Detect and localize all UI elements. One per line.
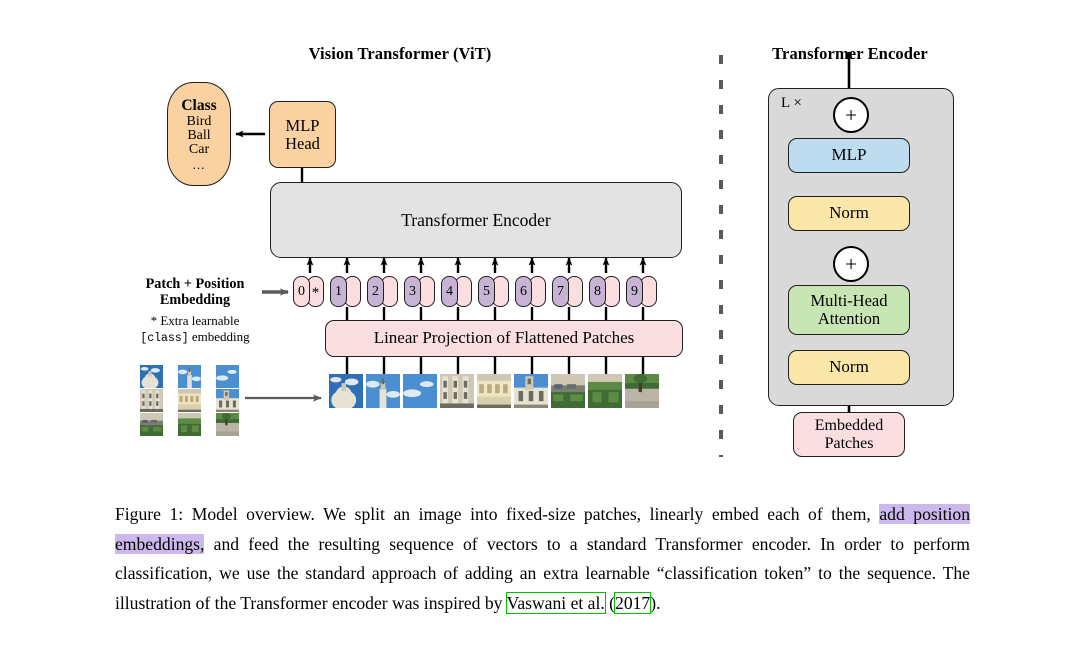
token-5: 5 xyxy=(478,276,509,307)
right-panel-title: Transformer Encoder xyxy=(772,44,928,63)
class-box-item-2: Car xyxy=(188,141,210,157)
repeat-count-label: L × xyxy=(781,95,802,111)
token-3: 3 xyxy=(404,276,435,307)
patch-position-line-2: Embedding xyxy=(159,291,231,308)
position-embedding-9: 9 xyxy=(626,276,643,307)
mlp-block-label: MLP xyxy=(831,145,867,165)
token-2: 2 xyxy=(367,276,398,307)
mlp-head-line-1: MLP xyxy=(285,115,320,135)
source-image-patch-2 xyxy=(178,365,201,388)
token-8: 8 xyxy=(589,276,620,307)
class-output-box: Class Bird Ball Car ... xyxy=(167,82,231,186)
position-embedding-4: 4 xyxy=(441,276,458,307)
extra-learnable-note: * Extra learnable [class] embedding xyxy=(128,313,262,346)
flattened-patch-9 xyxy=(625,374,659,408)
norm-top-label: Norm xyxy=(829,203,869,223)
class-token-mono: [class] xyxy=(140,331,189,345)
citation-link-year[interactable]: 2017 xyxy=(614,591,652,614)
source-image-patch-3 xyxy=(216,365,239,388)
residual-add-node-top: + xyxy=(833,97,869,133)
mlp-head-box: MLP Head xyxy=(269,101,336,168)
patch-position-line-1: Patch + Position xyxy=(145,276,245,292)
extra-learnable-line-1: * Extra learnable xyxy=(150,313,240,328)
class-box-header: Class xyxy=(181,96,217,114)
position-embedding-7: 7 xyxy=(552,276,569,307)
class-box-ellipsis: ... xyxy=(192,157,206,173)
patch-position-embedding-label: Patch + Position Embedding xyxy=(132,276,258,309)
multi-head-attention-block: Multi-Head Attention xyxy=(788,285,910,335)
mha-line-2: Attention xyxy=(817,309,881,328)
transformer-encoder-label: Transformer Encoder xyxy=(401,209,551,230)
flattened-patch-7 xyxy=(551,374,585,408)
norm-bottom-label: Norm xyxy=(829,357,869,377)
token-9: 9 xyxy=(626,276,657,307)
class-box-item-0: Bird xyxy=(186,113,212,129)
token-6: 6 xyxy=(515,276,546,307)
flattened-patch-8 xyxy=(588,374,622,408)
token-1: 1 xyxy=(330,276,361,307)
position-embedding-1: 1 xyxy=(330,276,347,307)
flattened-patch-5 xyxy=(477,374,511,408)
linear-projection-label: Linear Projection of Flattened Patches xyxy=(373,328,635,348)
extra-learnable-line-2: [class] embedding xyxy=(128,329,262,346)
flattened-patch-6 xyxy=(514,374,548,408)
caption-segment-3: ( xyxy=(604,592,616,613)
residual-add-node-bottom: + xyxy=(833,246,869,282)
source-image-patch-8 xyxy=(178,413,201,436)
position-embedding-3: 3 xyxy=(404,276,421,307)
position-embedding-8: 8 xyxy=(589,276,606,307)
position-embedding-2: 2 xyxy=(367,276,384,307)
position-embedding-5: 5 xyxy=(478,276,495,307)
figure-caption: Figure 1: Model overview. We split an im… xyxy=(115,500,970,618)
source-image-patch-9 xyxy=(216,413,239,436)
position-embedding-6: 6 xyxy=(515,276,532,307)
left-panel-title: Vision Transformer (ViT) xyxy=(308,44,492,63)
flattened-patch-2 xyxy=(366,374,400,408)
mha-line-1: Multi-Head xyxy=(810,291,888,311)
caption-segment-2: and feed the resulting sequence of vecto… xyxy=(115,533,970,613)
norm-block-top: Norm xyxy=(788,196,910,231)
token-0: 0* xyxy=(293,276,324,307)
flattened-patch-3 xyxy=(403,374,437,408)
position-embedding-0: 0 xyxy=(293,276,310,307)
embedded-patches-line-1: Embedded xyxy=(814,417,884,435)
source-image-patch-6 xyxy=(216,389,239,412)
citation-link-author[interactable]: Vaswani et al. xyxy=(505,591,606,614)
linear-projection-box: Linear Projection of Flattened Patches xyxy=(325,320,683,357)
caption-segment-1: Model overview. We split an image into f… xyxy=(191,504,880,524)
add-symbol-bottom: + xyxy=(845,251,857,276)
embedded-patches-line-2: Patches xyxy=(824,434,874,452)
class-box-item-1: Ball xyxy=(187,127,211,143)
mlp-block: MLP xyxy=(788,138,910,173)
flattened-patch-1 xyxy=(329,374,363,408)
norm-block-bottom: Norm xyxy=(788,350,910,385)
caption-segment-4: ). xyxy=(650,592,661,613)
extra-learnable-tail: embedding xyxy=(188,328,250,344)
mlp-head-line-2: Head xyxy=(285,133,320,153)
source-image-patch-4 xyxy=(140,389,163,412)
source-image-patch-5 xyxy=(178,389,201,412)
figure-diagram: Vision Transformer (ViT) Class Bird Ball… xyxy=(128,44,954,457)
source-image-patch-7 xyxy=(140,413,163,436)
transformer-encoder-box: Transformer Encoder xyxy=(270,182,682,258)
token-4: 4 xyxy=(441,276,472,307)
flattened-patch-4 xyxy=(440,374,474,408)
add-symbol-top: + xyxy=(845,102,857,127)
caption-label: Figure 1: xyxy=(115,504,192,524)
token-7: 7 xyxy=(552,276,583,307)
embedded-patches-block: Embedded Patches xyxy=(793,412,905,457)
source-image-patch-1 xyxy=(140,365,163,388)
